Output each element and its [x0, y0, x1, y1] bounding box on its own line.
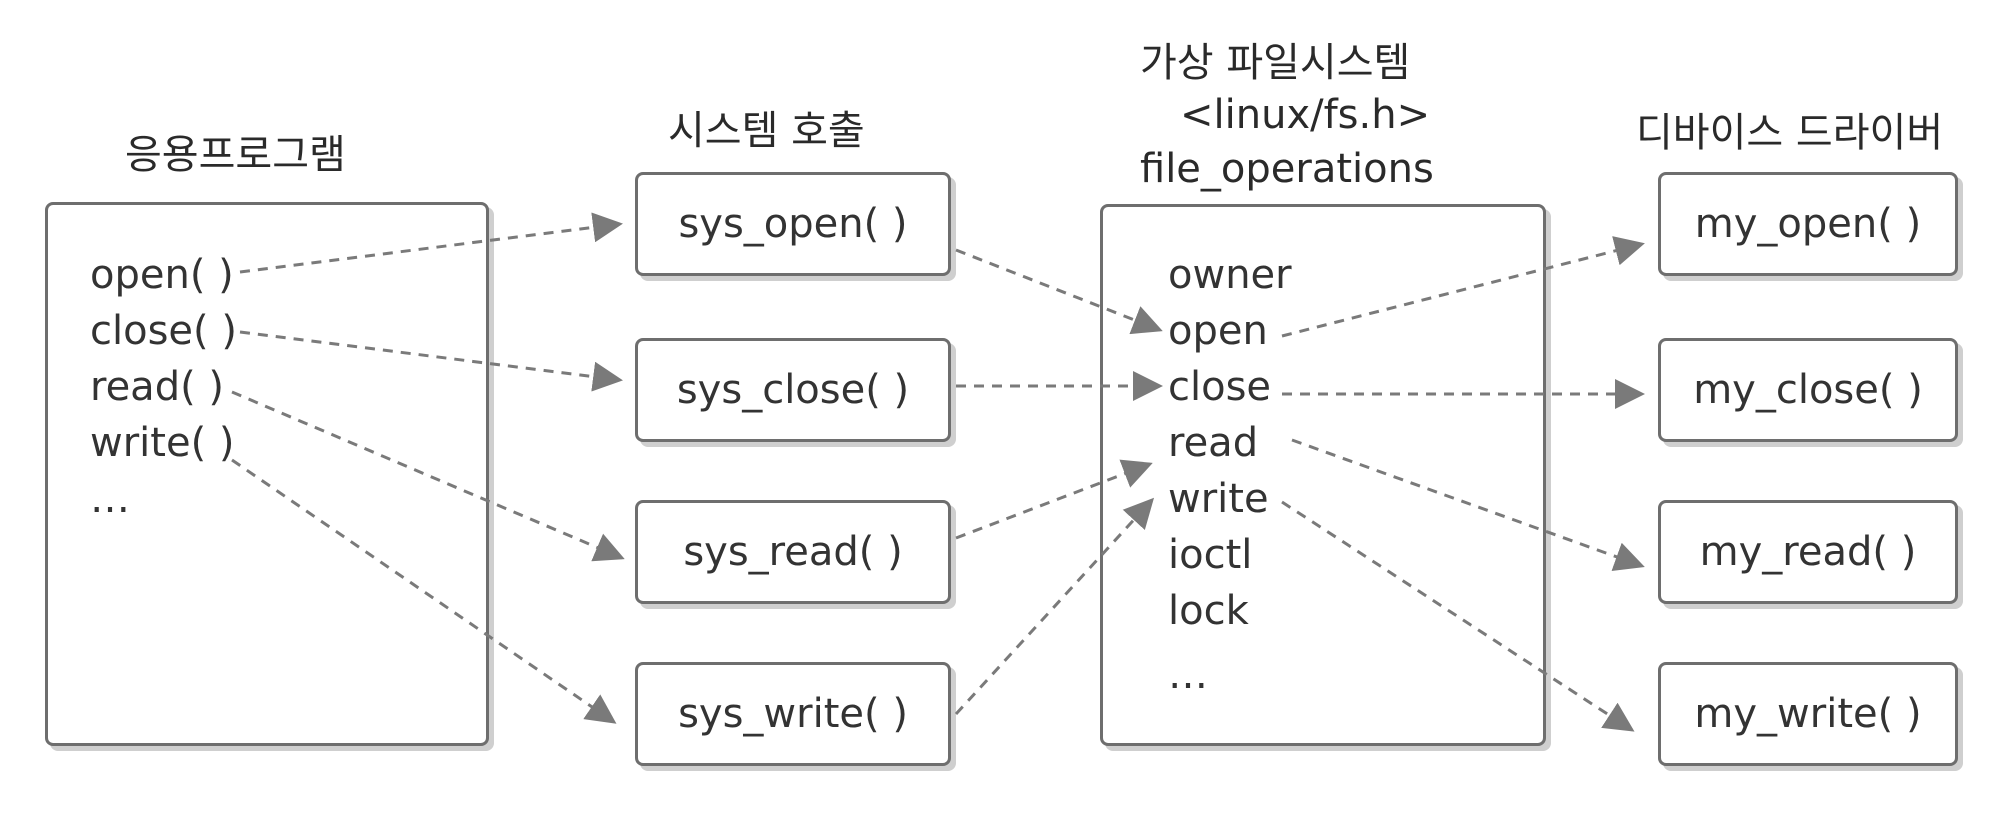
vfs-ioctl-field: ioctl: [1168, 532, 1253, 578]
driver-read-box: my_read( ): [1658, 500, 1958, 604]
vfs-owner-field: owner: [1168, 252, 1292, 298]
syscall-open-box: sys_open( ): [635, 172, 951, 276]
vfs-close-field: close: [1168, 364, 1272, 410]
app-read-call: read( ): [90, 364, 225, 410]
vfs-column-title: 가상 파일시스템: [1140, 40, 1411, 86]
driver-write-box: my_write( ): [1658, 662, 1958, 766]
vfs-lock-field: lock: [1168, 588, 1249, 634]
vfs-open-field: open: [1168, 308, 1268, 354]
app-ellipsis: …: [90, 476, 130, 522]
syscall-close-box: sys_close( ): [635, 338, 951, 442]
vfs-file-operations-box: [1100, 204, 1546, 746]
vfs-read-field: read: [1168, 420, 1259, 466]
vfs-write-field: write: [1168, 476, 1269, 522]
driver-close-box: my_close( ): [1658, 338, 1958, 442]
vfs-ellipsis: …: [1168, 652, 1208, 698]
syscall-read-box: sys_read( ): [635, 500, 951, 604]
driver-column-title: 디바이스 드라이버: [1636, 110, 1944, 156]
application-column-title: 응용프로그램: [125, 132, 346, 178]
syscall-write-box: sys_write( ): [635, 662, 951, 766]
app-close-call: close( ): [90, 308, 237, 354]
app-write-call: write( ): [90, 420, 235, 466]
syscall-column-title: 시스템 호출: [668, 108, 865, 154]
vfs-struct-name: file_operations: [1140, 146, 1434, 192]
app-open-call: open( ): [90, 252, 234, 298]
driver-open-box: my_open( ): [1658, 172, 1958, 276]
vfs-header-file: <linux/fs.h>: [1180, 92, 1431, 138]
